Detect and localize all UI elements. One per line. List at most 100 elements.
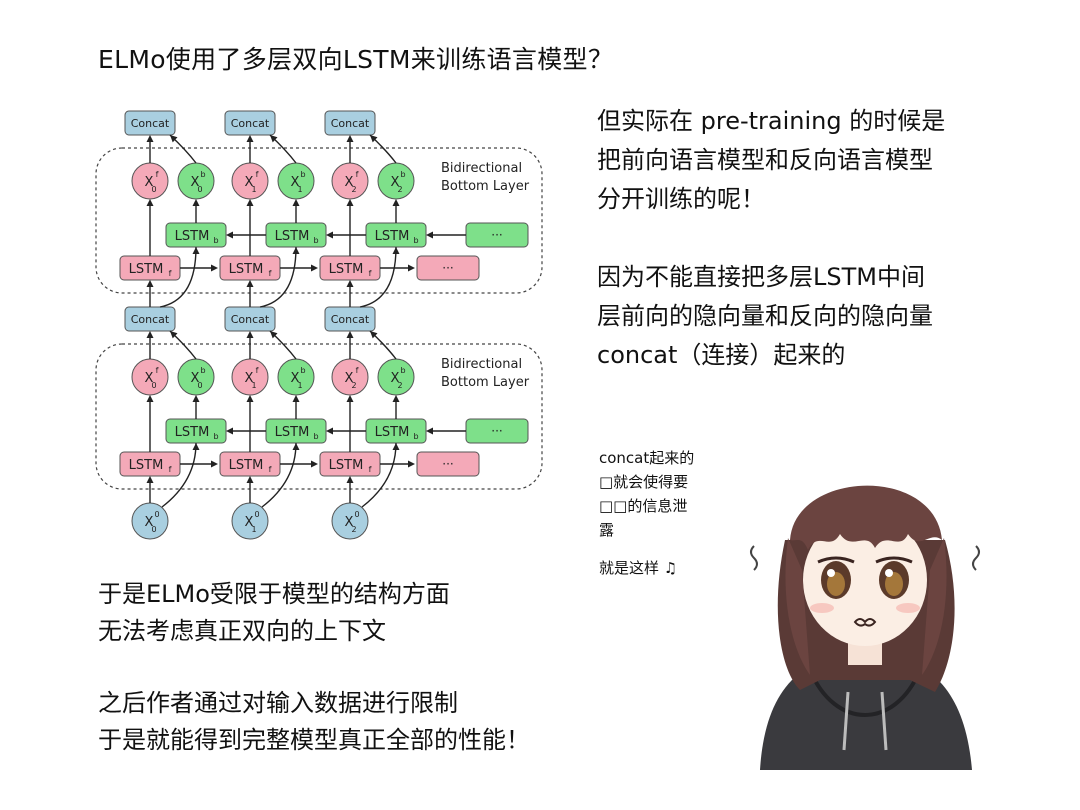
arrow-head <box>192 199 200 206</box>
node-symbol: X <box>145 371 154 386</box>
arrow-head <box>292 247 300 254</box>
speech-bubble: concat起来的 □就会使得要 □□的信息泄 露 就是这样 ♫ <box>599 446 694 580</box>
text-line: concat（连接）起来的 <box>597 341 846 369</box>
layer-container <box>95 343 543 490</box>
lstm-label: LSTM <box>129 262 164 277</box>
node-symbol: X <box>345 175 354 190</box>
node-symbol: X <box>191 371 200 386</box>
node-sub: 0 <box>151 381 156 390</box>
lstm-label: LSTM <box>129 458 164 473</box>
node-symbol: X <box>291 371 300 386</box>
node-symbol: X <box>245 515 254 530</box>
arrow-head <box>408 264 415 272</box>
node-sub: 2 <box>351 525 356 534</box>
arrow-head <box>392 247 400 254</box>
node-symbol: X <box>391 175 400 190</box>
node-sup: b <box>400 366 405 375</box>
arrow-head <box>146 280 154 287</box>
arrow-head <box>346 135 354 142</box>
concat-label: Concat <box>231 313 270 326</box>
node-sub: 0 <box>197 185 202 194</box>
node-sup: b <box>200 170 205 179</box>
concat-label: Concat <box>331 117 370 130</box>
lstm-label: LSTM <box>275 425 310 440</box>
node-symbol: X <box>391 371 400 386</box>
lstm-label: LSTM <box>275 229 310 244</box>
arrow-head <box>346 331 354 338</box>
arrow-head <box>408 460 415 468</box>
arrow-head <box>246 280 254 287</box>
arrow-head <box>346 476 354 483</box>
text-line: 层前向的隐向量和反向的隐向量 <box>597 302 933 330</box>
lstm-label: LSTM <box>329 458 364 473</box>
node-sub: 1 <box>251 185 256 194</box>
ellipsis: ··· <box>442 457 453 471</box>
node-sup: b <box>300 366 305 375</box>
node-symbol: X <box>145 515 154 530</box>
arrow-head <box>146 476 154 483</box>
node-sup: 0 <box>154 510 159 519</box>
arrow-head <box>246 135 254 142</box>
node-sup: f <box>256 170 259 179</box>
node-symbol: X <box>245 371 254 386</box>
lstm-sub: f <box>369 269 372 278</box>
conclusion-paragraph-1: 于是ELMo受限于模型的结构方面 无法考虑真正双向的上下文 <box>98 576 450 650</box>
lstm-sub: b <box>413 432 418 441</box>
ellipsis: ··· <box>491 424 502 438</box>
node-sup: f <box>356 170 359 179</box>
arrow-head <box>226 231 233 239</box>
arrow-head <box>270 331 278 339</box>
explanation-paragraph-2: 因为不能直接把多层LSTM中间 层前向的隐向量和反向的隐向量 concat（连接… <box>597 258 933 375</box>
lstm-label: LSTM <box>229 458 264 473</box>
arrow-head <box>246 395 254 402</box>
node-sub: 2 <box>397 381 402 390</box>
arrow-head <box>292 199 300 206</box>
lstm-label: LSTM <box>229 262 264 277</box>
node-symbol: X <box>245 175 254 190</box>
node-sub: 0 <box>151 185 156 194</box>
node-sup: 0 <box>254 510 259 519</box>
node-symbol: X <box>345 515 354 530</box>
bubble-line: □□的信息泄 <box>599 497 688 515</box>
lstm-label: LSTM <box>175 425 210 440</box>
text-line: 之后作者通过对输入数据进行限制 <box>98 689 458 717</box>
arrow-head <box>246 476 254 483</box>
arrow-head <box>346 280 354 287</box>
node-sup: b <box>200 366 205 375</box>
arrow-head <box>292 443 300 450</box>
lstm-sub: b <box>413 236 418 245</box>
arrow-head <box>146 199 154 206</box>
arrow-head <box>370 135 378 143</box>
bubble-line: 露 <box>599 521 615 539</box>
lstm-label: LSTM <box>329 262 364 277</box>
arrow-head <box>170 135 178 143</box>
arrow-head <box>146 331 154 338</box>
text-line: 但实际在 pre-training 的时候是 <box>597 107 946 135</box>
node-symbol: X <box>145 175 154 190</box>
text-line: 因为不能直接把多层LSTM中间 <box>597 263 925 291</box>
ellipsis: ··· <box>491 228 502 242</box>
lstm-label: LSTM <box>375 425 410 440</box>
concat-label: Concat <box>331 313 370 326</box>
arrow-head <box>246 331 254 338</box>
node-sup: b <box>400 170 405 179</box>
arrow-head <box>326 427 333 435</box>
layer-container <box>95 147 543 294</box>
arrow-head <box>211 460 218 468</box>
lstm-sub: b <box>313 432 318 441</box>
node-sub: 2 <box>351 185 356 194</box>
arrow-head <box>392 199 400 206</box>
text-line: 无法考虑真正双向的上下文 <box>98 617 386 645</box>
node-sup: f <box>156 366 159 375</box>
lstm-sub: f <box>269 269 272 278</box>
arrow-head <box>146 395 154 402</box>
text-line: 把前向语言模型和反向语言模型 <box>597 146 933 174</box>
node-sub: 2 <box>397 185 402 194</box>
layer-label: Bottom Layer <box>441 179 530 194</box>
node-sub: 0 <box>151 525 156 534</box>
arrow-head <box>226 427 233 435</box>
arrow-head <box>292 395 300 402</box>
arrow-head <box>311 460 318 468</box>
arrow-head <box>426 231 433 239</box>
lstm-label: LSTM <box>375 229 410 244</box>
